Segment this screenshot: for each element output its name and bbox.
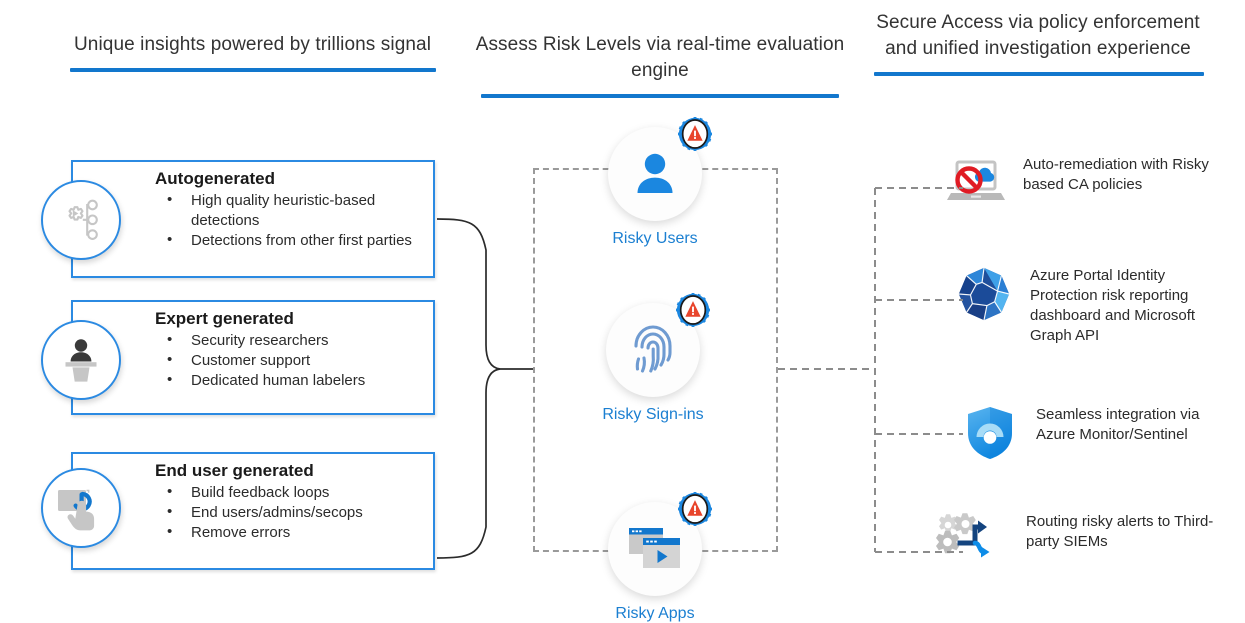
column-header-assess: Assess Risk Levels via real-time evaluat… xyxy=(475,32,845,98)
list-item: Security researchers xyxy=(155,330,423,351)
source-card-expert-generated: Expert generated Security researchers Cu… xyxy=(71,300,435,415)
risk-node-label: Risky Apps xyxy=(615,605,695,622)
column-underline xyxy=(874,72,1204,76)
outcome-azure-portal-identity-protection: Azure Portal Identity Protection risk re… xyxy=(952,266,1235,346)
presenter-podium-icon xyxy=(41,320,121,400)
warning-triangle-gear-icon xyxy=(678,492,712,526)
tap-gesture-screen-icon xyxy=(41,468,121,548)
column-header-insights: Unique insights powered by trillions sig… xyxy=(60,32,445,72)
risk-node-disc xyxy=(608,492,712,596)
user-person-icon xyxy=(637,153,673,193)
list-item: Dedicated human labelers xyxy=(155,370,423,391)
risk-node-label: Risky Users xyxy=(612,230,698,247)
risk-node-label: Risky Sign-ins xyxy=(602,406,704,423)
card-bullet-list: Security researchers Customer support De… xyxy=(155,330,423,391)
azure-sentinel-shield-icon xyxy=(958,405,1022,461)
brace-lower xyxy=(436,368,501,559)
risk-node-risky-users[interactable]: Risky Users xyxy=(565,117,745,248)
laptop-cloud-blocked-glyph xyxy=(947,160,1005,200)
risk-node-disc xyxy=(606,293,710,397)
source-card-end-user-generated: End user generated Build feedback loops … xyxy=(71,452,435,570)
fingerprint-icon xyxy=(634,325,672,373)
outcome-text: Routing risky alerts to Third-party SIEM… xyxy=(1026,513,1214,550)
outcome-text: Seamless integration via Azure Monitor/S… xyxy=(1036,406,1200,443)
card-title: Expert generated xyxy=(155,309,294,328)
source-card-autogenerated: Autogenerated High quality heuristic-bas… xyxy=(71,160,435,278)
risk-node-risky-apps[interactable]: Risky Apps xyxy=(565,492,745,623)
card-bullet-list: Build feedback loops End users/admins/se… xyxy=(155,482,423,543)
tap-gesture-screen-glyph xyxy=(58,489,95,531)
outcome-text: Azure Portal Identity Protection risk re… xyxy=(1030,267,1196,344)
azure-identity-protection-glyph xyxy=(958,267,1010,321)
list-item: Customer support xyxy=(155,350,423,371)
column-title: Secure Access via policy enforcement and… xyxy=(876,12,1200,59)
column-header-secure: Secure Access via policy enforcement and… xyxy=(868,10,1208,76)
column-underline xyxy=(70,68,436,72)
azure-sentinel-shield-glyph xyxy=(968,407,1012,459)
laptop-cloud-blocked-icon xyxy=(945,155,1009,211)
outcome-routing-third-party-siems: Routing risky alerts to Third-party SIEM… xyxy=(928,512,1231,568)
card-title: End user generated xyxy=(155,461,314,480)
column-underline xyxy=(481,94,839,98)
automation-gear-nodes-icon xyxy=(41,180,121,260)
list-item: End users/admins/secops xyxy=(155,502,423,523)
warning-triangle-gear-icon xyxy=(676,293,710,327)
brace-upper xyxy=(436,218,501,370)
gears-branching-arrows-glyph xyxy=(936,513,990,558)
outcome-azure-monitor-sentinel: Seamless integration via Azure Monitor/S… xyxy=(958,405,1241,461)
risk-node-disc xyxy=(608,117,712,221)
risk-node-risky-signins[interactable]: Risky Sign-ins xyxy=(563,293,743,424)
automation-gear-nodes-glyph xyxy=(68,199,98,240)
column-title: Unique insights powered by trillions sig… xyxy=(73,34,432,55)
card-bullet-list: High quality heuristic-based detections … xyxy=(155,190,423,251)
outcome-text: Auto-remediation with Risky based CA pol… xyxy=(1023,156,1209,193)
list-item: Remove errors xyxy=(155,522,423,543)
azure-identity-protection-icon xyxy=(952,266,1016,322)
warning-triangle-gear-icon xyxy=(678,117,712,151)
outcome-auto-remediation: Auto-remediation with Risky based CA pol… xyxy=(945,155,1228,211)
list-item: High quality heuristic-based detections xyxy=(155,190,423,231)
column-title: Assess Risk Levels via real-time evaluat… xyxy=(475,34,845,81)
presenter-podium-glyph xyxy=(65,339,97,382)
list-item: Detections from other first parties xyxy=(155,230,423,251)
card-title: Autogenerated xyxy=(155,169,275,188)
gears-branching-arrows-icon xyxy=(928,512,1012,568)
list-item: Build feedback loops xyxy=(155,482,423,503)
app-windows-icon xyxy=(629,528,680,568)
